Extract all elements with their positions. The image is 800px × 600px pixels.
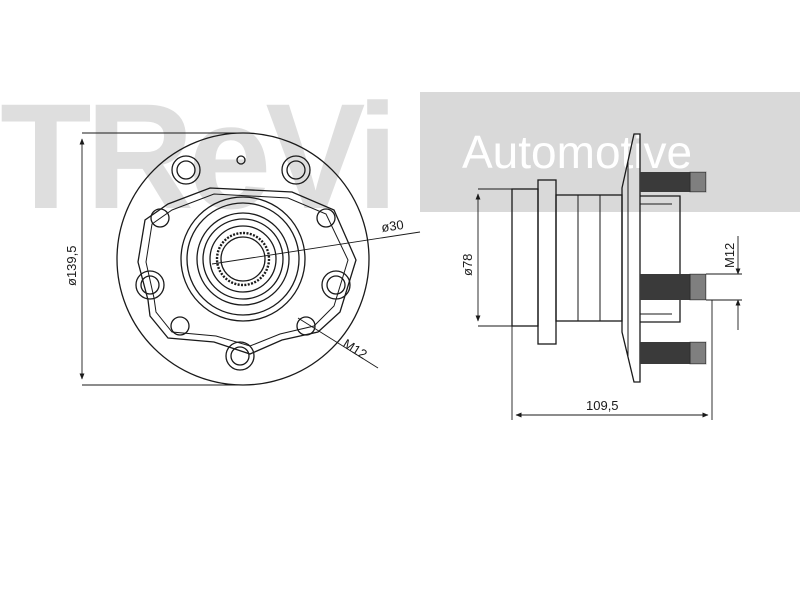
pilot-diameter-label: ø78 [460,254,475,276]
hub-circle-3 [196,212,290,306]
overall-length-label: 109,5 [586,398,619,413]
wheel-stud [640,172,706,192]
hub-cap [640,195,681,323]
stud-hole [286,160,306,180]
stud-hole [140,275,160,295]
hub-circle-1 [180,196,306,322]
stud-hole [225,341,255,371]
stud-hole [171,155,201,185]
watermark: TReVi Automotive [0,72,800,240]
watermark-banner [420,92,800,212]
watermark-tagline: Automotive [462,126,692,178]
wheel-stud-tip [689,171,707,193]
stud-thread-label: M12 [722,243,737,268]
hub-circle-4 [202,218,284,300]
stud-holes [135,155,351,371]
thread-leader [297,317,379,369]
front-view [79,132,421,386]
wheel-stud-tip [689,273,707,301]
hub-circle-2 [186,202,300,316]
bore-leader [211,231,421,265]
hub-circle-5 [209,225,277,293]
side-view [475,133,742,420]
mount-hole [170,316,190,336]
stud-hole [321,270,351,300]
watermark-brand: TReVi [0,72,392,240]
mount-hole [150,208,170,228]
flange-plate-inner [145,193,349,347]
stud-hole [281,155,311,185]
bore-diameter-label: ø30 [380,217,404,235]
mount-hole [316,208,336,228]
locating-hole [236,155,246,165]
flange-plate [137,187,357,355]
wheel-stud-tip [689,341,707,365]
wheel-stud [640,274,706,300]
spline-inner [220,236,266,282]
wheel-studs [640,171,707,365]
stud-hole [230,346,250,366]
spline-outer [215,231,271,287]
stud-hole [176,160,196,180]
mount-holes [150,208,336,336]
hub-flange [621,133,641,383]
wheel-stud [640,342,706,364]
stud-hole [135,270,165,300]
outer-diameter-label: ø139,5 [64,246,79,286]
bolt-thread-label: M12 [340,336,369,362]
mount-hole [296,316,316,336]
stud-hole [326,275,346,295]
bearing-body [555,194,623,322]
